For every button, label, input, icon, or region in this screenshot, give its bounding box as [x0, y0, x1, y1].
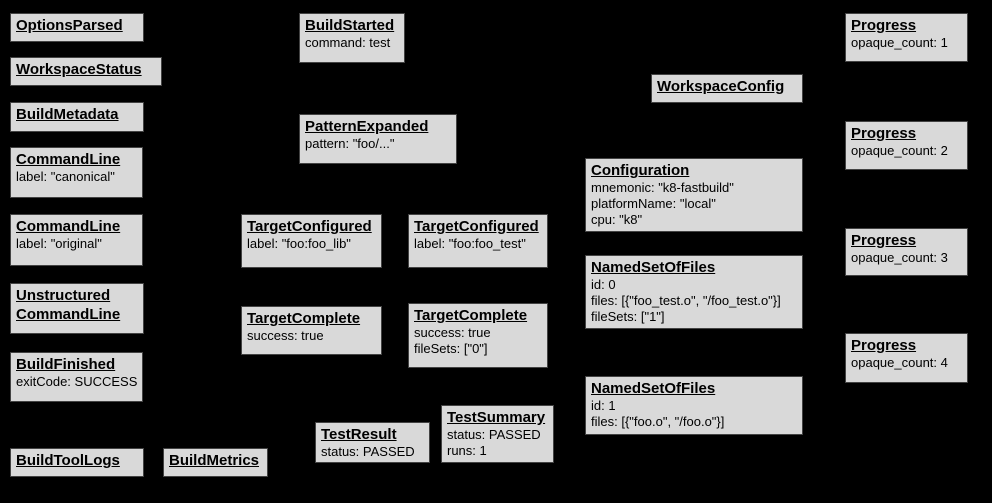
node-progress-4: Progress opaque_count: 4: [845, 333, 968, 383]
node-field: opaque_count: 3: [851, 250, 948, 265]
node-named-set-of-files-1: NamedSetOfFiles id: 1 files: [{"foo.o", …: [585, 376, 803, 435]
node-build-tool-logs: BuildToolLogs: [10, 448, 144, 477]
node-title: TestSummary: [447, 409, 546, 426]
node-field: mnemonic: "k8-fastbuild": [591, 180, 734, 195]
node-field: success: true: [247, 328, 324, 343]
node-field: cpu: "k8": [591, 212, 643, 227]
node-test-summary: TestSummary status: PASSED runs: 1: [441, 405, 554, 463]
node-title: CommandLine: [16, 218, 121, 235]
node-title: TargetComplete: [247, 310, 361, 327]
node-field: success: true: [414, 325, 491, 340]
node-field: fileSets: ["1"]: [591, 309, 665, 324]
node-field: fileSets: ["0"]: [414, 341, 488, 356]
node-field: id: 1: [591, 398, 616, 413]
node-title: BuildFinished: [16, 356, 116, 373]
node-title: BuildMetadata: [16, 106, 119, 123]
node-title: TargetConfigured: [414, 218, 539, 235]
node-workspace-status: WorkspaceStatus: [10, 57, 162, 86]
node-named-set-of-files-0: NamedSetOfFiles id: 0 files: [{"foo_test…: [585, 255, 803, 329]
node-title: BuildMetrics: [169, 452, 260, 469]
node-title: Unstructured CommandLine: [16, 287, 121, 323]
node-field: label: "foo:foo_lib": [247, 236, 351, 251]
node-field: exitCode: SUCCESS: [16, 374, 138, 389]
node-title: BuildToolLogs: [16, 452, 120, 469]
node-progress-3: Progress opaque_count: 3: [845, 228, 968, 276]
node-build-finished: BuildFinished exitCode: SUCCESS: [10, 352, 143, 402]
node-options-parsed: OptionsParsed: [10, 13, 144, 42]
node-field: status: PASSED: [447, 427, 541, 442]
node-field: label: "foo:foo_test": [414, 236, 526, 251]
node-target-complete-foo-lib: TargetComplete success: true: [241, 306, 382, 355]
node-field: opaque_count: 4: [851, 355, 948, 370]
node-title: BuildStarted: [305, 17, 395, 34]
node-title: WorkspaceStatus: [16, 61, 142, 78]
node-field: platformName: "local": [591, 196, 716, 211]
node-title: TargetConfigured: [247, 218, 372, 235]
node-title: Progress: [851, 232, 917, 249]
node-field: label: "canonical": [16, 169, 115, 184]
node-field: files: [{"foo_test.o", "/foo_test.o"}]: [591, 293, 781, 308]
node-build-started: BuildStarted command: test: [299, 13, 405, 63]
node-title: TargetComplete: [414, 307, 528, 324]
node-build-metrics: BuildMetrics: [163, 448, 268, 477]
node-build-metadata: BuildMetadata: [10, 102, 144, 132]
node-field: opaque_count: 1: [851, 35, 948, 50]
node-test-result: TestResult status: PASSED: [315, 422, 430, 463]
node-command-line-canonical: CommandLine label: "canonical": [10, 147, 143, 198]
node-unstructured-command-line: Unstructured CommandLine: [10, 283, 144, 334]
node-command-line-original: CommandLine label: "original": [10, 214, 143, 266]
node-progress-1: Progress opaque_count: 1: [845, 13, 968, 62]
node-title: TestResult: [321, 426, 397, 443]
node-field: command: test: [305, 35, 391, 50]
node-field: status: PASSED: [321, 444, 415, 459]
node-target-complete-foo-test: TargetComplete success: true fileSets: […: [408, 303, 548, 368]
node-title: OptionsParsed: [16, 17, 123, 34]
node-configuration: Configuration mnemonic: "k8-fastbuild" p…: [585, 158, 803, 232]
node-title: Progress: [851, 17, 917, 34]
node-field: pattern: "foo/...": [305, 136, 395, 151]
node-field: runs: 1: [447, 443, 487, 458]
node-pattern-expanded: PatternExpanded pattern: "foo/...": [299, 114, 457, 164]
node-title: NamedSetOfFiles: [591, 380, 716, 397]
node-workspace-config: WorkspaceConfig: [651, 74, 803, 103]
node-title: NamedSetOfFiles: [591, 259, 716, 276]
node-target-configured-foo-test: TargetConfigured label: "foo:foo_test": [408, 214, 548, 268]
node-target-configured-foo-lib: TargetConfigured label: "foo:foo_lib": [241, 214, 382, 268]
node-title: PatternExpanded: [305, 118, 429, 135]
node-field: id: 0: [591, 277, 616, 292]
node-field: label: "original": [16, 236, 102, 251]
node-field: opaque_count: 2: [851, 143, 948, 158]
node-title: WorkspaceConfig: [657, 78, 785, 95]
node-title: Progress: [851, 125, 917, 142]
node-title: Progress: [851, 337, 917, 354]
node-progress-2: Progress opaque_count: 2: [845, 121, 968, 170]
node-field: files: [{"foo.o", "/foo.o"}]: [591, 414, 725, 429]
node-title: CommandLine: [16, 151, 121, 168]
node-title: Configuration: [591, 162, 690, 179]
